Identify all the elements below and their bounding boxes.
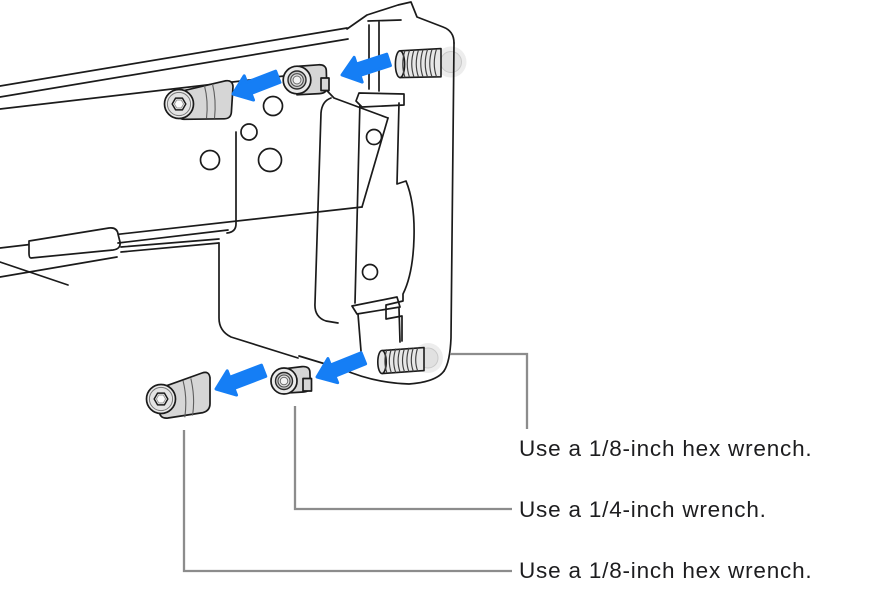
removal-arrows [214, 52, 392, 397]
left-arrow-icon [214, 363, 268, 397]
callout-label-hex-wrench-bottom: Use a 1/8-inch hex wrench. [519, 558, 813, 583]
left-arrow-icon [231, 69, 282, 102]
callout-lines [182, 352, 529, 573]
left-arrow-icon [340, 52, 392, 84]
mounting-bracket [298, 1, 455, 385]
upper-machine-screw [394, 47, 442, 79]
callout-line-lower-standoff-nut [293, 406, 512, 511]
lower-standoff-nut [270, 365, 313, 395]
lower-hex-socket-screw [145, 371, 211, 419]
callout-line-lower-hex-screw [182, 430, 512, 573]
upper-hex-socket-screw [163, 79, 234, 121]
callout-label-quarter-inch-wrench: Use a 1/4-inch wrench. [519, 497, 767, 522]
upper-machine-screw-head [435, 46, 467, 78]
upper-standoff-nut [282, 63, 330, 96]
slide-rail [0, 27, 389, 359]
lower-machine-screw [376, 346, 425, 375]
left-arrow-icon [315, 351, 368, 385]
callout-label-hex-wrench-top: Use a 1/8-inch hex wrench. [519, 436, 813, 461]
callout-line-upper-machine-screw [450, 352, 529, 429]
